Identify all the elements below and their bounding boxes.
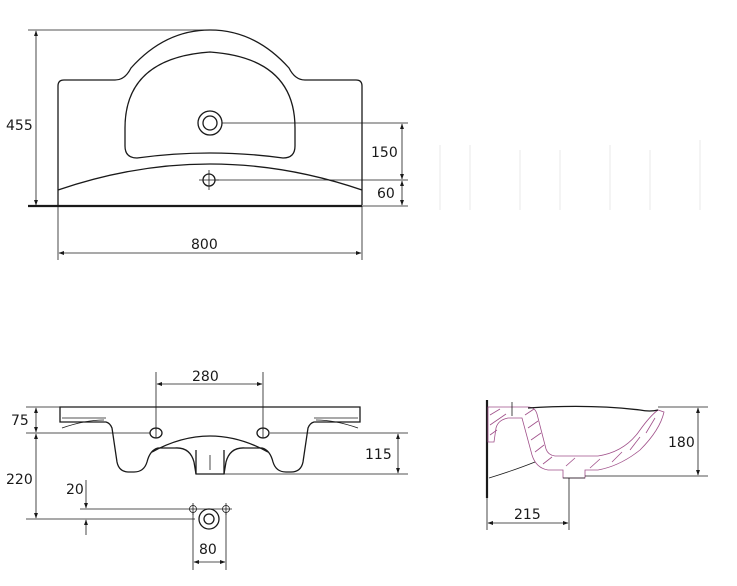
dim-label-150: 150: [371, 145, 398, 161]
dim-label-280: 280: [192, 369, 219, 385]
drain-detail: 20 80: [66, 480, 232, 570]
dim-label-220: 220: [6, 472, 33, 488]
dim-label-800: 800: [191, 237, 218, 253]
dim-label-455: 455: [6, 118, 33, 134]
section-outer: [487, 406, 665, 479]
front-view: 280 75 220 115: [6, 369, 408, 570]
dim-label-20: 20: [66, 482, 84, 498]
tap-hole-icon: [197, 110, 223, 136]
top-view-outline: [57, 29, 363, 205]
section-underside: [488, 461, 536, 479]
dim-label-215: 215: [514, 507, 541, 523]
dim-label-75: 75: [11, 413, 29, 429]
top-basin-outline: [124, 51, 296, 159]
faint-marks: [439, 140, 701, 210]
dim-label-180: 180: [668, 435, 695, 451]
drain-hole-icon: [198, 508, 220, 530]
section-hatching: [489, 408, 656, 469]
dim-label-115: 115: [365, 447, 392, 463]
front-lip-curve: [57, 163, 363, 191]
dim-label-80: 80: [199, 542, 217, 558]
top-view: 455 800 150 60: [6, 29, 408, 260]
front-basin-curve: [151, 435, 269, 453]
side-section: 180 215: [485, 400, 708, 530]
section-basin-line: [527, 405, 659, 412]
dim-label-60: 60: [377, 186, 395, 202]
